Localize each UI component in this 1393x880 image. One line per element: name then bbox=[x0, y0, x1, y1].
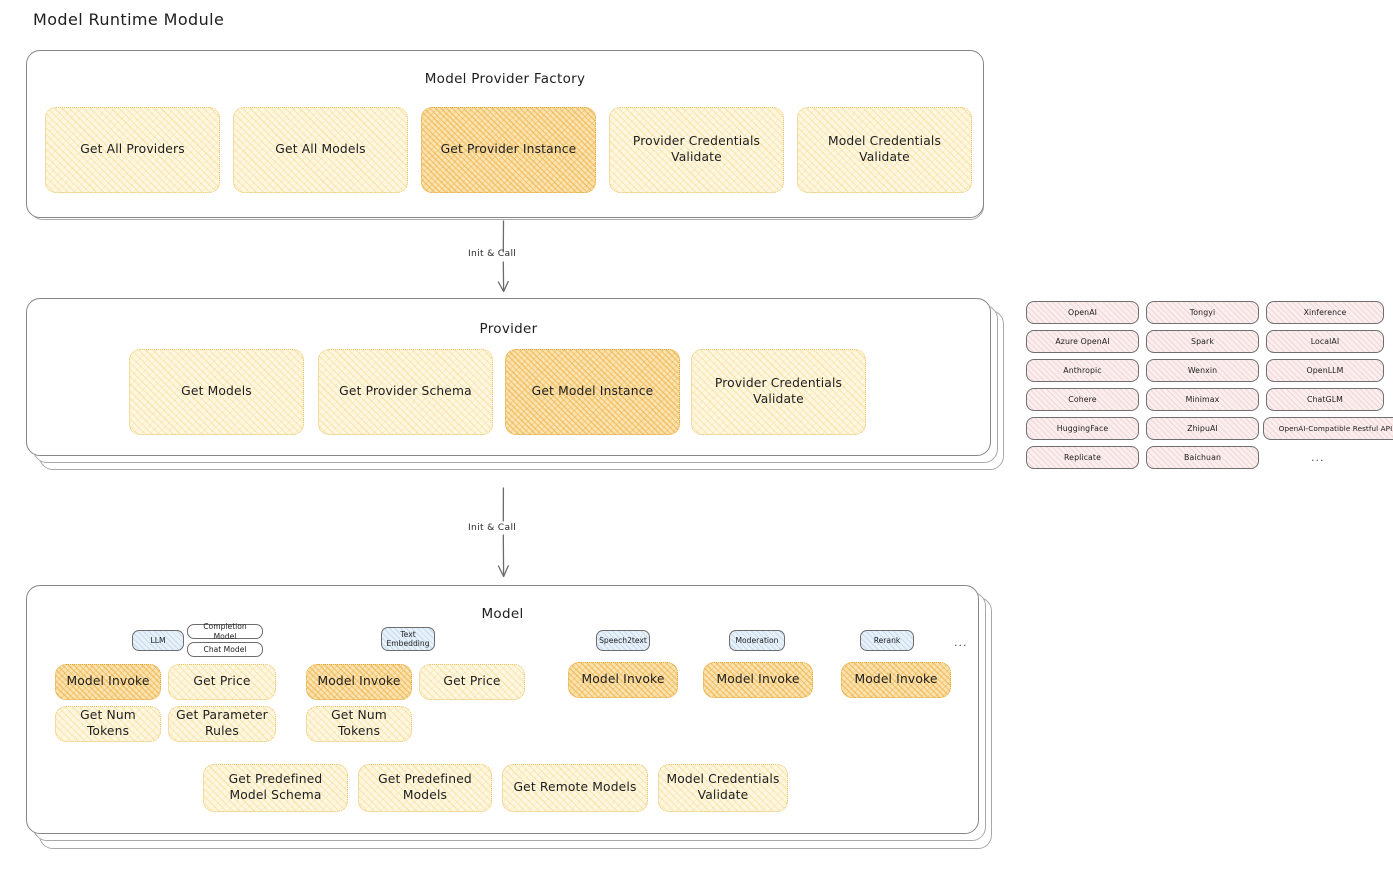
provider-chip-xinference[interactable]: Xinference bbox=[1266, 301, 1384, 324]
provider-list-more: ... bbox=[1311, 451, 1325, 464]
provider-chip-tongyi[interactable]: Tongyi bbox=[1146, 301, 1259, 324]
provider-chip-openai[interactable]: OpenAI bbox=[1026, 301, 1139, 324]
model-type-tag-rerank[interactable]: Rerank bbox=[860, 630, 914, 651]
arrow-1-label: Init & Call bbox=[468, 248, 517, 259]
moderation-method-model-invoke[interactable]: Model Invoke bbox=[703, 662, 813, 698]
provider-chip-spark[interactable]: Spark bbox=[1146, 330, 1259, 353]
provider-chip-replicate[interactable]: Replicate bbox=[1026, 446, 1139, 469]
model-common-get-remote-models[interactable]: Get Remote Models bbox=[502, 764, 648, 812]
model-provider-factory-card: Model Provider Factory Get All Providers… bbox=[26, 50, 984, 218]
factory-item-get-all-providers[interactable]: Get All Providers bbox=[45, 107, 220, 193]
factory-item-provider-credentials-validate[interactable]: Provider Credentials Validate bbox=[609, 107, 784, 193]
factory-item-model-credentials-validate[interactable]: Model Credentials Validate bbox=[797, 107, 972, 193]
provider-chip-openllm[interactable]: OpenLLM bbox=[1266, 359, 1384, 382]
provider-chip-zhipuai[interactable]: ZhipuAI bbox=[1146, 417, 1259, 440]
model-type-tag-llm[interactable]: LLM bbox=[132, 630, 184, 651]
arrow-2-label: Init & Call bbox=[468, 522, 517, 533]
model-common-model-credentials-validate[interactable]: Model Credentials Validate bbox=[658, 764, 788, 812]
model-subtype-tag-completion-model[interactable]: Completion Model bbox=[187, 622, 263, 641]
model-type-tag-text-embedding[interactable]: Text Embedding bbox=[381, 627, 435, 651]
model-common-get-predefined-models[interactable]: Get Predefined Models bbox=[358, 764, 492, 812]
provider-title: Provider bbox=[479, 321, 538, 337]
provider-chip-azure-openai[interactable]: Azure OpenAI bbox=[1026, 330, 1139, 353]
provider-item-get-model-instance[interactable]: Get Model Instance bbox=[505, 349, 680, 435]
arrow-1-icon bbox=[497, 220, 509, 293]
factory-item-get-provider-instance[interactable]: Get Provider Instance bbox=[421, 107, 596, 193]
model-common-get-predefined-model-schema[interactable]: Get Predefined Model Schema bbox=[203, 764, 348, 812]
text-embedding-method-get-num-tokens[interactable]: Get Num Tokens bbox=[306, 706, 412, 742]
provider-chip-cohere[interactable]: Cohere bbox=[1026, 388, 1139, 411]
llm-method-get-price[interactable]: Get Price bbox=[168, 664, 276, 700]
provider-item-get-models[interactable]: Get Models bbox=[129, 349, 304, 435]
page-title: Model Runtime Module bbox=[33, 10, 225, 29]
provider-chip-chatglm[interactable]: ChatGLM bbox=[1266, 388, 1384, 411]
llm-method-get-num-tokens[interactable]: Get Num Tokens bbox=[55, 706, 161, 742]
llm-method-model-invoke[interactable]: Model Invoke bbox=[55, 664, 161, 700]
provider-chip-localai[interactable]: LocalAI bbox=[1266, 330, 1384, 353]
provider-card: Provider Get Models Get Provider Schema … bbox=[26, 298, 991, 456]
provider-chip-huggingface[interactable]: HuggingFace bbox=[1026, 417, 1139, 440]
model-type-tag-moderation[interactable]: Moderation bbox=[729, 630, 785, 651]
model-title: Model bbox=[481, 606, 524, 622]
provider-chip-baichuan[interactable]: Baichuan bbox=[1146, 446, 1259, 469]
arrow-2-icon bbox=[497, 487, 509, 578]
speech2text-method-model-invoke[interactable]: Model Invoke bbox=[568, 662, 678, 698]
factory-item-get-all-models[interactable]: Get All Models bbox=[233, 107, 408, 193]
text-embedding-method-model-invoke[interactable]: Model Invoke bbox=[306, 664, 412, 700]
provider-chip-wenxin[interactable]: Wenxin bbox=[1146, 359, 1259, 382]
model-card: Model LLM Completion Model Chat Model Mo… bbox=[26, 585, 979, 834]
provider-item-provider-credentials-validate[interactable]: Provider Credentials Validate bbox=[691, 349, 866, 435]
provider-chip-anthropic[interactable]: Anthropic bbox=[1026, 359, 1139, 382]
rerank-method-model-invoke[interactable]: Model Invoke bbox=[841, 662, 951, 698]
arrow-provider-to-model: Init & Call bbox=[468, 487, 544, 585]
llm-method-get-parameter-rules[interactable]: Get Parameter Rules bbox=[168, 706, 276, 742]
text-embedding-method-get-price[interactable]: Get Price bbox=[419, 664, 525, 700]
model-types-more: ... bbox=[954, 636, 968, 649]
factory-title: Model Provider Factory bbox=[424, 71, 586, 87]
model-subtype-tag-chat-model[interactable]: Chat Model bbox=[187, 642, 263, 657]
provider-item-get-provider-schema[interactable]: Get Provider Schema bbox=[318, 349, 493, 435]
provider-chip-openai-compatible-restful-api[interactable]: OpenAI-Compatible Restful API bbox=[1263, 417, 1393, 440]
model-type-tag-speech2text[interactable]: Speech2text bbox=[596, 630, 650, 651]
provider-chip-minimax[interactable]: Minimax bbox=[1146, 388, 1259, 411]
arrow-factory-to-provider: Init & Call bbox=[468, 220, 544, 300]
